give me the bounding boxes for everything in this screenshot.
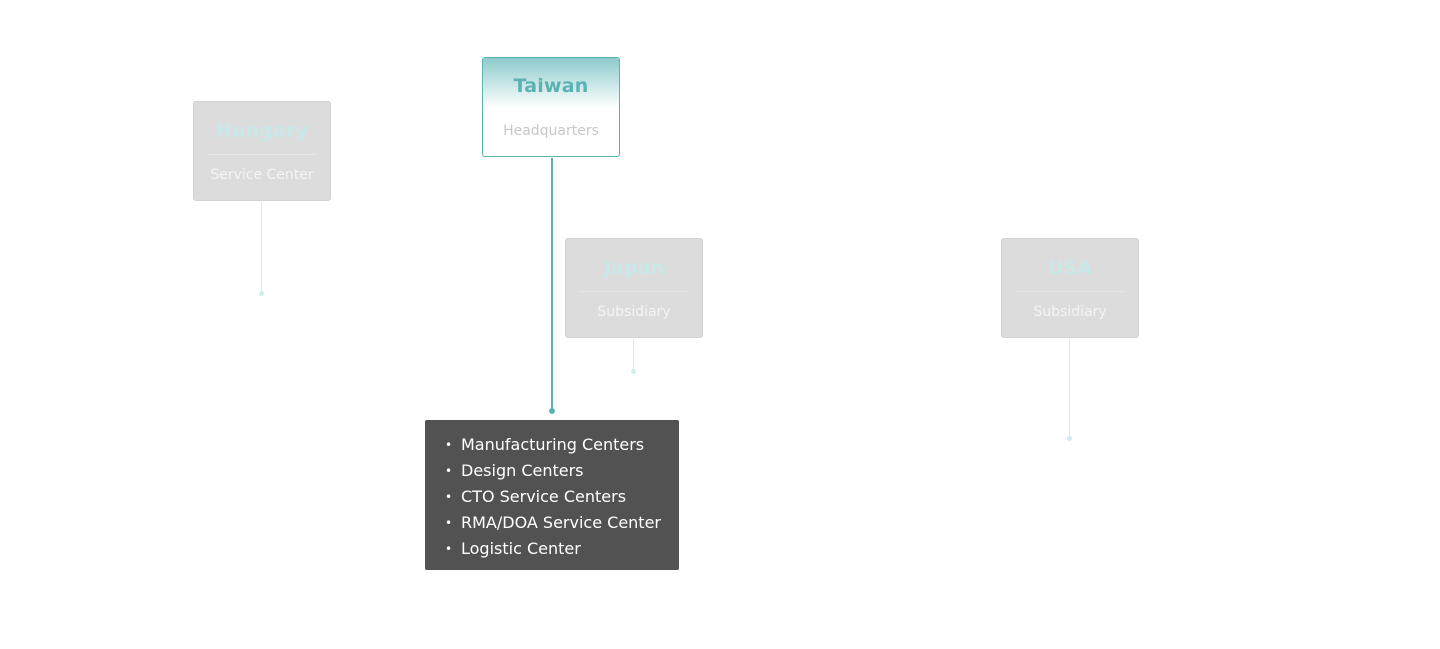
card-divider bbox=[208, 154, 316, 155]
location-role: Subsidiary bbox=[1033, 304, 1107, 320]
facility-list: Manufacturing Centers Design Centers CTO… bbox=[445, 432, 679, 562]
connector-line-taiwan bbox=[551, 158, 553, 410]
location-role: Headquarters bbox=[503, 123, 599, 139]
connector-dot-hungary bbox=[259, 291, 264, 296]
facility-item: CTO Service Centers bbox=[445, 484, 679, 510]
card-header-band bbox=[483, 58, 619, 108]
location-card-taiwan[interactable]: Taiwan Headquarters bbox=[482, 57, 620, 157]
connector-line-usa bbox=[1069, 339, 1070, 437]
location-info-popup: Manufacturing Centers Design Centers CTO… bbox=[425, 420, 679, 570]
location-role: Subsidiary bbox=[597, 304, 671, 320]
card-divider bbox=[580, 291, 688, 292]
location-country: Japan bbox=[603, 257, 665, 279]
connector-dot-japan bbox=[631, 369, 636, 374]
connector-line-hungary bbox=[261, 202, 262, 292]
location-card-hungary[interactable]: Hungary Service Center bbox=[193, 101, 331, 201]
location-card-usa[interactable]: USA Subsidiary bbox=[1001, 238, 1139, 338]
connector-dot-taiwan bbox=[549, 408, 555, 414]
card-divider bbox=[1016, 291, 1124, 292]
location-country: Taiwan bbox=[513, 75, 589, 97]
location-country: Hungary bbox=[215, 120, 309, 142]
connector-line-japan bbox=[633, 339, 634, 371]
facility-item: Logistic Center bbox=[445, 536, 679, 562]
facility-item: RMA/DOA Service Center bbox=[445, 510, 679, 536]
facility-item: Manufacturing Centers bbox=[445, 432, 679, 458]
facility-item: Design Centers bbox=[445, 458, 679, 484]
connector-dot-usa bbox=[1067, 436, 1072, 441]
location-card-japan[interactable]: Japan Subsidiary bbox=[565, 238, 703, 338]
location-country: USA bbox=[1047, 257, 1093, 279]
location-role: Service Center bbox=[210, 167, 314, 183]
